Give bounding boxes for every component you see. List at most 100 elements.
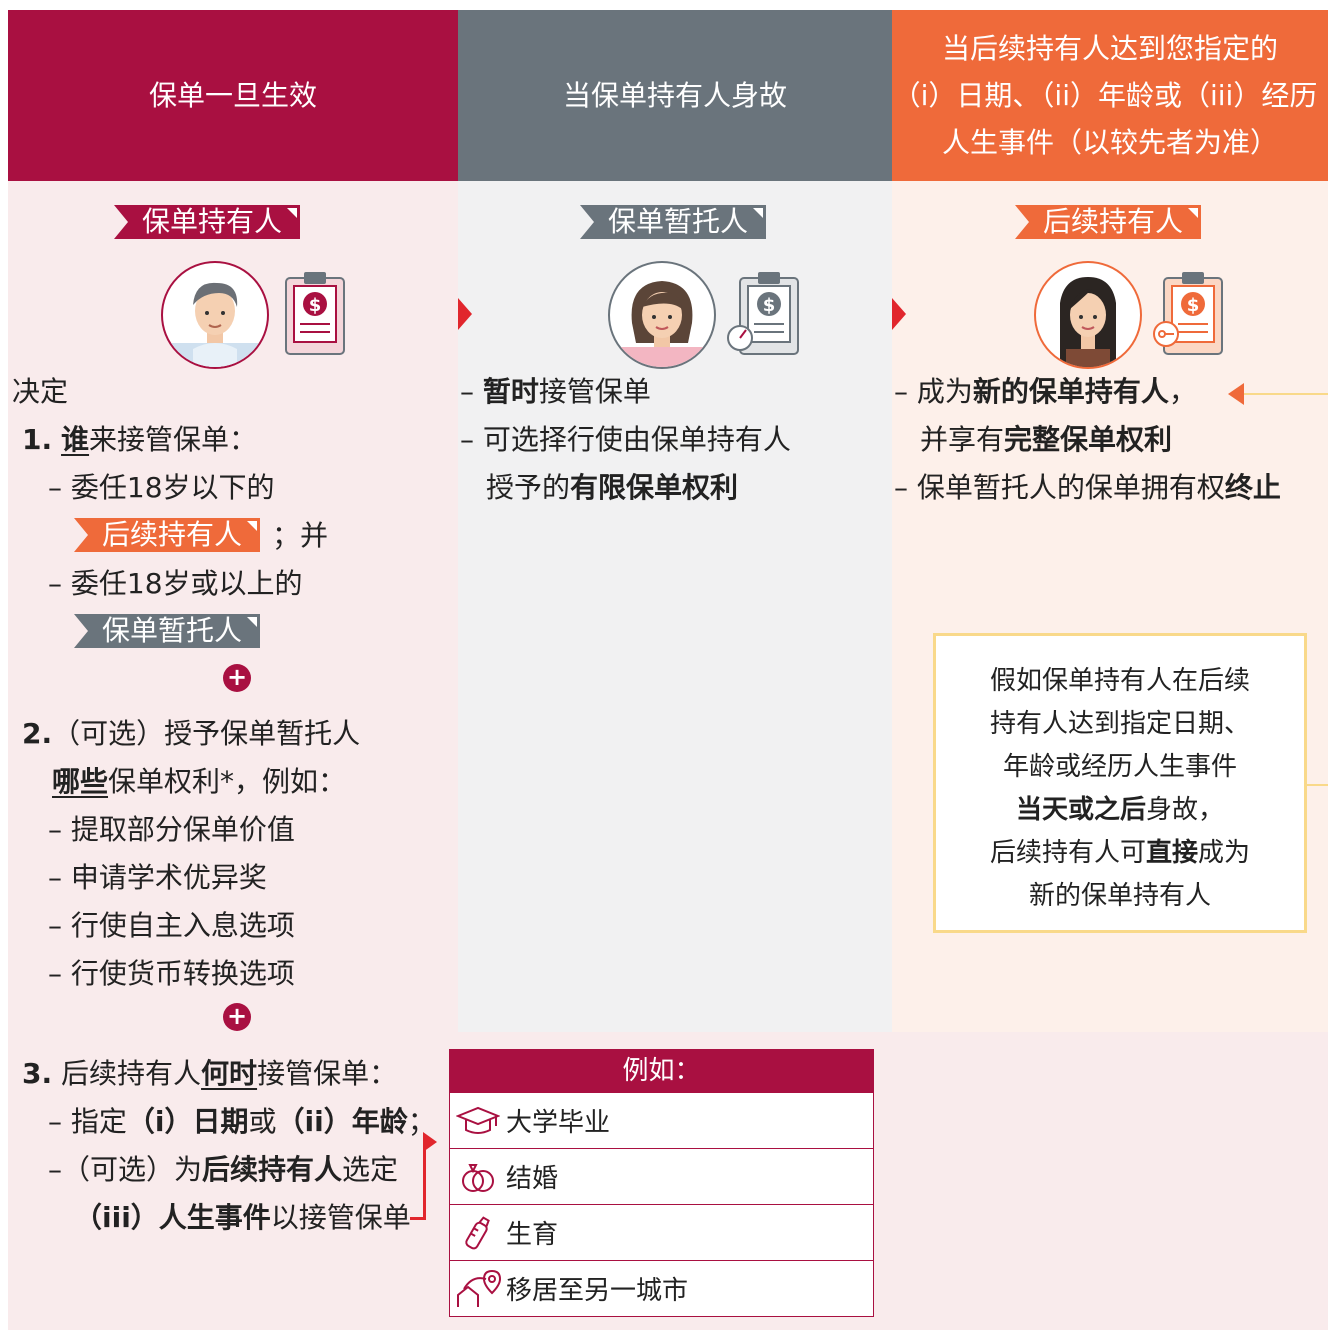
tag-policy-holder: 保单持有人	[114, 205, 301, 239]
policy-document-icon: $	[284, 270, 346, 360]
col1-step1-b: – 委任18岁或以上的	[48, 567, 303, 600]
svg-text:$: $	[763, 295, 776, 316]
note-line-1: 假如保单持有人在后续	[989, 666, 1250, 696]
note-line-5-pre: 后续持有人可	[989, 838, 1146, 868]
example-row-marriage: 结婚	[450, 1148, 873, 1204]
policy-timer-icon: $	[726, 270, 804, 360]
example-row-graduation: 大学毕业	[450, 1092, 873, 1148]
step1-who: 谁	[61, 423, 90, 456]
col1-step1: 1. 谁来接管保单：	[22, 416, 257, 464]
step2-which: 哪些	[52, 765, 109, 798]
example-birth: 生育	[506, 1220, 559, 1250]
svg-text:$: $	[309, 295, 322, 316]
note-line-5: 后续持有人可直接成为	[936, 832, 1304, 875]
header-col2-text: 当保单持有人身故	[562, 79, 787, 112]
header-col3: 当后续持有人达到您指定的 （i）日期、（ii）年龄或（iii）经历 人生事件（以…	[892, 10, 1328, 181]
wedding-rings-icon	[450, 1159, 506, 1195]
note-line-5-post: 成为	[1198, 838, 1251, 868]
step3-when: 何时	[201, 1057, 258, 1090]
col3-a-dash: – 成为	[894, 375, 973, 408]
header-col3-line3: 人生事件（以较先者为准）	[941, 126, 1278, 159]
col3-a-end: ，	[1168, 375, 1197, 408]
tag-successor-label: 后续持有人	[1043, 205, 1184, 238]
col1-step2-item-3: – 行使自主入息选项	[48, 909, 295, 942]
col3-a2-pre: 并享有	[920, 423, 1005, 456]
note-line-3: 年龄或经历人生事件	[1002, 752, 1237, 782]
relocation-icon	[450, 1269, 506, 1309]
example-graduation: 大学毕业	[506, 1108, 611, 1138]
note-line-2: 持有人达到指定日期、	[989, 709, 1250, 739]
col3-a-bold: 新的保单持有人	[972, 375, 1169, 408]
flow-arrow-2	[892, 298, 906, 330]
col1-step2-item-1: – 提取部分保单价值	[48, 813, 295, 846]
header-col3-line2: （i）日期、（ii）年龄或（iii）经历	[892, 79, 1318, 112]
step2-number: 2.	[22, 717, 53, 750]
header-col3-line1: 当后续持有人达到您指定的	[941, 32, 1278, 65]
note-side-line	[1307, 784, 1328, 786]
col3-b-pre: – 保单暂托人的保单拥有权	[894, 471, 1225, 504]
col2-item-b-2: 授予的有限保单权利	[486, 464, 738, 512]
step3-b-bold: 后续持有人	[202, 1153, 343, 1186]
step3-a-pre: – 指定	[48, 1105, 127, 1138]
col2-item-a: – 暂时接管保单	[460, 368, 651, 416]
step3-b-post: 选定	[342, 1153, 399, 1186]
col3-item-b: – 保单暂托人的保单拥有权终止	[894, 464, 1281, 512]
step1-number: 1.	[22, 423, 53, 456]
inline-tag-successor-label: 后续持有人	[102, 518, 243, 551]
step2-rest: 保单权利*，例如：	[108, 765, 347, 798]
step3-a-date: （i）日期	[126, 1105, 249, 1138]
col1-background	[8, 181, 458, 1330]
tag-successor: 后续持有人	[1015, 205, 1202, 239]
example-relocation: 移居至另一城市	[506, 1276, 689, 1306]
col2-a-bold: 暂时	[482, 375, 539, 408]
example-row-relocation: 移居至另一城市	[450, 1260, 873, 1316]
plus-icon-1: +	[223, 664, 251, 692]
svg-text:$: $	[1187, 295, 1200, 316]
col2-a-rest: 接管保单	[538, 375, 651, 408]
col1-step2: 2.（可选）授予保单暂托人	[22, 710, 360, 758]
col1-step3-c: （iii）人生事件以接管保单	[74, 1194, 411, 1242]
col3-a2-bold: 完整保单权利	[1004, 423, 1173, 456]
plus-icon-2: +	[223, 1003, 251, 1031]
note-box: 假如保单持有人在后续 持有人达到指定日期、 年龄或经历人生事件 当天或之后身故，…	[933, 633, 1307, 933]
step3-c-post: 以接管保单	[270, 1201, 411, 1234]
header-col2: 当保单持有人身故	[458, 10, 892, 181]
step3-b-pre: –（可选）为	[48, 1153, 203, 1186]
col1-step3: 3. 后续持有人何时接管保单：	[22, 1050, 397, 1098]
note-line-5-bold: 直接	[1145, 838, 1198, 868]
bracket-pointer	[423, 1132, 437, 1152]
example-marriage: 结婚	[506, 1164, 559, 1194]
note-connector-line	[1244, 393, 1328, 395]
note-line-4: 当天或之后身故，	[936, 789, 1304, 832]
note-line-4-bold: 当天或之后	[1015, 795, 1146, 825]
col2-a-dash: –	[460, 375, 483, 408]
graduation-cap-icon	[450, 1104, 506, 1138]
inline-tag-successor: 后续持有人	[74, 518, 261, 552]
tag-custodian: 保单暂托人	[580, 205, 767, 239]
bracket-connector	[410, 1142, 426, 1220]
note-line-4-rest: 身故，	[1146, 795, 1225, 825]
flow-arrow-1	[458, 298, 472, 330]
col1-step2-item-2: – 申请学术优异奖	[48, 861, 267, 894]
step2-head: （可选）授予保单暂托人	[52, 717, 361, 750]
woman-avatar	[608, 261, 716, 369]
inline-tag-custodian-label: 保单暂托人	[102, 614, 243, 647]
col1-step1-a-end: ；并	[272, 519, 329, 552]
businessman-avatar	[161, 261, 269, 369]
col2-b-bold: 有限保单权利	[570, 471, 739, 504]
step3-c-bold: （iii）人生事件	[74, 1201, 271, 1234]
step3-pre: 后续持有人	[61, 1057, 202, 1090]
col3-item-a: – 成为新的保单持有人，	[894, 368, 1197, 416]
step3-post: 接管保单：	[257, 1057, 398, 1090]
step1-rest: 来接管保单：	[89, 423, 258, 456]
header-col1: 保单一旦生效	[8, 10, 458, 181]
col2-item-b: – 可选择行使由保单持有人	[460, 423, 791, 456]
col3-b-bold: 终止	[1224, 471, 1281, 504]
col1-step2-which: 哪些保单权利*，例如：	[52, 758, 346, 806]
tag-policy-holder-label: 保单持有人	[142, 205, 283, 238]
example-row-birth: 生育	[450, 1204, 873, 1260]
col3-item-a-2: 并享有完整保单权利	[920, 416, 1172, 464]
col1-step2-item-4: – 行使货币转换选项	[48, 957, 295, 990]
note-line-6: 新的保单持有人	[1028, 881, 1211, 911]
step3-number: 3.	[22, 1057, 53, 1090]
